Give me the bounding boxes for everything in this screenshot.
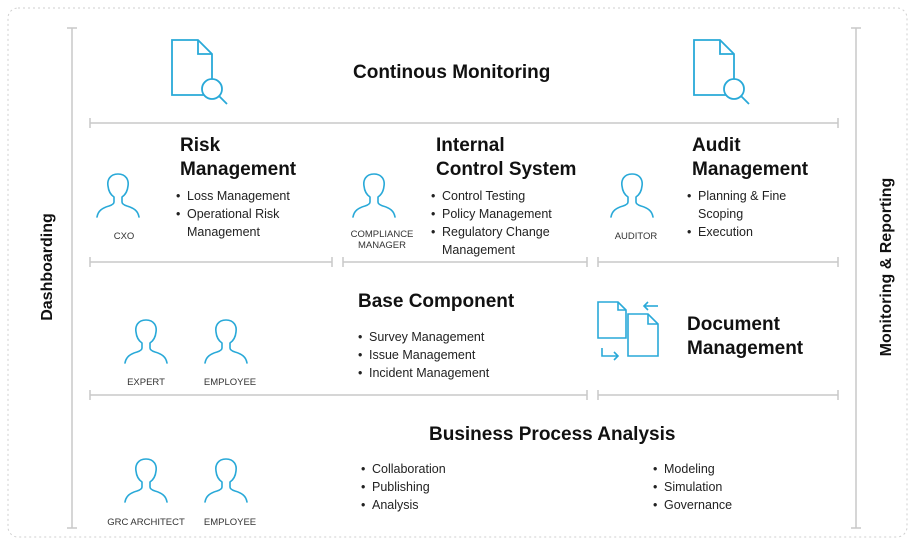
bpa-item-list-left: Collaboration Publishing Analysis bbox=[361, 460, 446, 514]
list-item: Simulation bbox=[653, 478, 732, 496]
role-label-compliance: COMPLIANCE MANAGER bbox=[340, 229, 424, 251]
bpa-title: Business Process Analysis bbox=[429, 424, 676, 445]
person-icon-auditor bbox=[610, 173, 654, 218]
role-label-employee-2: EMPLOYEE bbox=[203, 517, 257, 528]
side-label-left: Dashboarding bbox=[39, 213, 56, 321]
list-item: Modeling bbox=[653, 460, 732, 478]
base-item-list: Survey Management Issue Management Incid… bbox=[358, 328, 489, 382]
right-bracket bbox=[851, 27, 861, 529]
list-item: Loss Management bbox=[176, 187, 326, 205]
monitoring-title: Continous Monitoring bbox=[353, 62, 551, 83]
list-item: Planning & Fine Scoping bbox=[687, 187, 813, 223]
outer-dashed-border bbox=[7, 7, 908, 538]
list-item: Execution bbox=[687, 223, 817, 241]
left-bracket bbox=[67, 27, 77, 529]
bpa-item-list-right: Modeling Simulation Governance bbox=[653, 460, 732, 514]
document-search-icon bbox=[171, 39, 228, 105]
risk-item-list: Loss Management Operational Risk Managem… bbox=[176, 187, 326, 241]
document-title-line1: Document bbox=[687, 314, 780, 335]
ics-title-line1: Internal bbox=[436, 135, 505, 156]
audit-title-line1: Audit bbox=[692, 135, 741, 156]
role-label-auditor: AUDITOR bbox=[614, 231, 658, 242]
ics-title-line2: Control System bbox=[436, 159, 577, 180]
divider-lines bbox=[89, 118, 839, 400]
ics-item-list: Control Testing Policy Management Regula… bbox=[431, 187, 581, 259]
person-icon-cxo bbox=[96, 173, 140, 218]
list-item: Analysis bbox=[361, 496, 446, 514]
list-item: Governance bbox=[653, 496, 732, 514]
role-label-grc-architect: GRC ARCHITECT bbox=[107, 517, 185, 528]
audit-item-list: Planning & Fine Scoping Execution bbox=[687, 187, 817, 241]
person-icon-grc-architect bbox=[124, 458, 168, 503]
risk-title-line1: Risk bbox=[180, 135, 221, 156]
person-icon-compliance bbox=[352, 173, 396, 218]
list-item: Regulatory Change Management bbox=[431, 223, 582, 259]
list-item: Incident Management bbox=[358, 364, 489, 382]
risk-title-line2: Management bbox=[180, 159, 297, 180]
list-item: Issue Management bbox=[358, 346, 489, 364]
role-label-employee: EMPLOYEE bbox=[203, 377, 257, 388]
role-label-line1: COMPLIANCE bbox=[350, 229, 414, 240]
list-item: Collaboration bbox=[361, 460, 446, 478]
person-icon-expert bbox=[124, 319, 168, 364]
person-icon-employee bbox=[204, 319, 248, 364]
role-label-expert: EXPERT bbox=[127, 377, 165, 388]
role-label-cxo: CXO bbox=[113, 231, 135, 242]
side-label-right: Monitoring & Reporting bbox=[878, 177, 895, 357]
document-search-icon bbox=[693, 39, 750, 105]
audit-title-line2: Management bbox=[692, 159, 809, 180]
document-sync-icon bbox=[597, 301, 659, 361]
person-icon-employee-2 bbox=[204, 458, 248, 503]
list-item: Survey Management bbox=[358, 328, 489, 346]
document-title-line2: Management bbox=[687, 338, 804, 359]
role-label-line2: MANAGER bbox=[357, 240, 407, 251]
list-item: Policy Management bbox=[431, 205, 581, 223]
list-item: Publishing bbox=[361, 478, 446, 496]
list-item: Operational Risk Management bbox=[176, 205, 327, 241]
base-title: Base Component bbox=[358, 291, 515, 312]
list-item: Control Testing bbox=[431, 187, 581, 205]
